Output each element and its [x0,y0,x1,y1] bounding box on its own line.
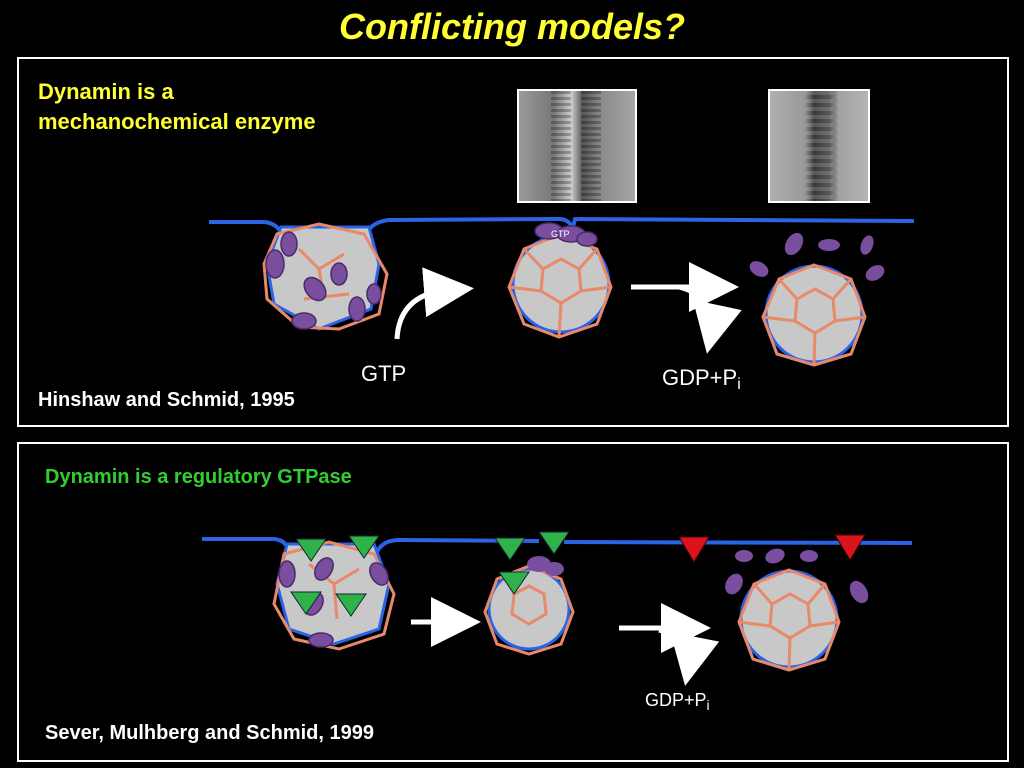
em-image-tube-constricted [517,89,637,203]
coated-pit-bottom-stage1 [272,535,396,651]
top-panel-heading: Dynamin is a mechanochemical enzyme [38,77,316,137]
dynamin-ring-gtp-text: GTP [551,229,570,239]
em-tube-image-1 [519,91,635,201]
top-heading-line1: Dynamin is a [38,79,174,104]
gdp-release-arrow [678,284,742,354]
top-diagram: GTP [209,216,915,367]
gtp-label: GTP [361,361,407,386]
bottom-panel: Dynamin is a regulatory GTPase Sever, Mu… [17,442,1009,762]
effector-triangles-inactive [678,534,866,563]
constricted-vesicle-stage2: GTP [507,222,613,339]
top-panel: Dynamin is a mechanochemical enzyme Hins… [17,57,1009,427]
bottom-panel-heading: Dynamin is a regulatory GTPase [45,466,352,488]
top-heading-line2: mechanochemical enzyme [38,109,316,134]
em-tube-image-2 [770,91,868,201]
gdp-text: GDP+P [662,365,738,390]
em-image-tube-helical [768,89,870,203]
constricted-vesicle-bottom-stage2 [483,531,575,656]
gdp-subscript-bottom: i [706,697,710,713]
coated-pit-stage1 [262,222,389,331]
effector-triangles-stage1 [290,535,380,617]
bottom-release-arrow [658,627,720,686]
top-citation: Hinshaw and Schmid, 1995 [38,389,295,411]
effector-triangles-stage2 [494,531,570,595]
bottom-citation: Sever, Mulhberg and Schmid, 1999 [45,722,375,744]
gdp-subscript: i [737,376,741,393]
bottom-diagram [202,531,913,686]
gtp-arrow [394,267,474,340]
gdp-label-top: GDP+Pi [662,365,741,394]
gdp-label-bottom: GDP+Pi [645,690,710,713]
slide-title: Conflicting models? [339,6,685,47]
released-vesicle-bottom-stage3 [678,534,869,672]
released-vesicle-stage3 [749,232,885,367]
gdp-text-bottom: GDP+P [645,690,707,710]
